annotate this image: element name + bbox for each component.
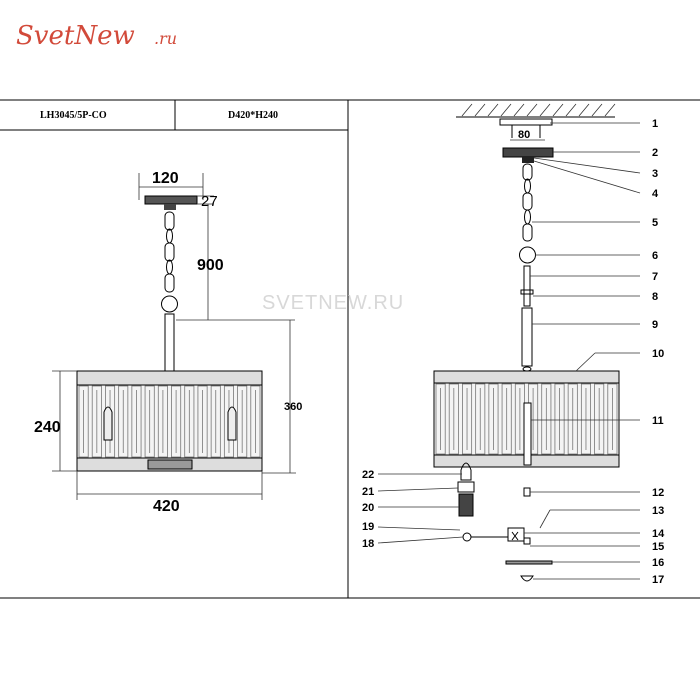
callout-18: 18 bbox=[362, 538, 374, 550]
lamp-body-left bbox=[76, 370, 263, 472]
callout-8: 8 bbox=[652, 291, 658, 303]
right-exploded-view: 80 bbox=[362, 103, 665, 586]
canopy-exploded bbox=[502, 147, 554, 158]
dim-body-height: 240 bbox=[34, 419, 61, 436]
callout-3: 3 bbox=[652, 168, 658, 180]
callout-numbers: 1 2 3 4 5 6 7 8 9 10 11 12 13 14 15 16 1… bbox=[362, 118, 665, 586]
svetnew-logo: SvetNew .ru bbox=[16, 21, 177, 51]
watermark: SVETNEW.RU bbox=[262, 292, 405, 314]
dim-diameter: 420 bbox=[153, 498, 180, 515]
callout-10: 10 bbox=[652, 348, 664, 360]
chain bbox=[161, 211, 178, 313]
callout-15: 15 bbox=[652, 541, 664, 553]
dim-total-height: 360 bbox=[284, 401, 302, 413]
lamp-body-right bbox=[433, 370, 620, 468]
canopy-hook bbox=[164, 204, 176, 210]
dim-canopy-height: 27 bbox=[201, 193, 218, 210]
dim-canopy-width: 120 bbox=[152, 170, 179, 187]
callout-21: 21 bbox=[362, 486, 374, 498]
suspension-rod bbox=[164, 313, 175, 372]
dim-mount-spacing: 80 bbox=[518, 129, 530, 141]
callout-20: 20 bbox=[362, 502, 374, 514]
callout-1: 1 bbox=[652, 118, 658, 130]
logo-tld-text: .ru bbox=[154, 29, 177, 48]
callout-5: 5 bbox=[652, 217, 658, 229]
logo-brand-text: SvetNew bbox=[16, 21, 135, 51]
callout-13: 13 bbox=[652, 505, 664, 517]
callout-22: 22 bbox=[362, 469, 374, 481]
callout-6: 6 bbox=[652, 250, 658, 262]
callout-7: 7 bbox=[652, 271, 658, 283]
model-code: LH3045/5P-CO bbox=[40, 110, 107, 121]
callout-14: 14 bbox=[652, 528, 665, 540]
callout-9: 9 bbox=[652, 319, 658, 331]
dim-chain-length: 900 bbox=[197, 257, 224, 274]
callout-2: 2 bbox=[652, 147, 658, 159]
callout-11: 11 bbox=[652, 415, 664, 427]
left-elevation-view: 120 27 900 360 bbox=[34, 170, 302, 515]
canopy bbox=[144, 195, 198, 205]
callout-17: 17 bbox=[652, 574, 664, 586]
callout-leaders bbox=[377, 122, 641, 580]
chain-exploded bbox=[519, 163, 536, 264]
sheet-frame bbox=[0, 99, 700, 599]
callout-16: 16 bbox=[652, 557, 664, 569]
callout-4: 4 bbox=[652, 188, 659, 200]
canopy-nut bbox=[522, 157, 534, 163]
model-size: D420*H240 bbox=[228, 110, 278, 121]
callout-12: 12 bbox=[652, 487, 664, 499]
callout-19: 19 bbox=[362, 521, 374, 533]
